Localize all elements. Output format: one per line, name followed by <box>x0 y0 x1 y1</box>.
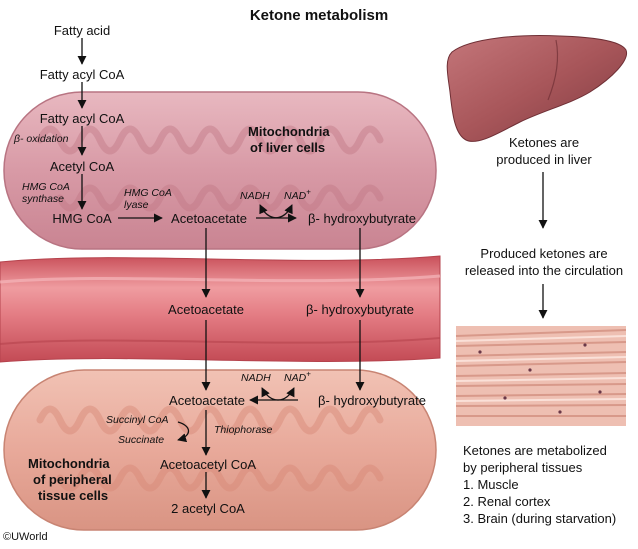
liver-mito-label-1: Mitochondria <box>248 124 330 139</box>
peripheral-nadh-label: NADH <box>241 372 271 384</box>
liver-acetoacetate-label: Acetoacetate <box>171 211 247 226</box>
peripheral-hydroxybutyrate-label: β- hydroxybutyrate <box>318 393 426 408</box>
produced-label-1: Ketones are <box>508 135 580 150</box>
succinate-label: Succinate <box>118 434 165 446</box>
hmg-coa-synthase-label-2: synthase <box>22 193 65 205</box>
acetyl-coa-product-label: 2 acetyl CoA <box>171 501 245 516</box>
liver-mitochondrion <box>3 91 437 250</box>
peripheral-mito-label-2: of peripheral <box>33 472 112 487</box>
muscle-tissue-illustration <box>455 326 627 426</box>
diagram-title: Ketone metabolism <box>249 7 389 24</box>
thiophorase-label: Thiophorase <box>214 424 273 436</box>
blood-hydroxybutyrate-label: β- hydroxybutyrate <box>306 302 414 317</box>
hmg-coa-lyase-label-1: HMG CoA <box>124 187 172 199</box>
liver-nad-text: NAD <box>284 190 307 202</box>
pathway-arrows <box>77 38 548 499</box>
released-label-2: released into the circulation <box>464 263 624 278</box>
blood-acetoacetate-label: Acetoacetate <box>168 302 244 317</box>
blood-vessel <box>0 255 441 363</box>
fatty-acyl-coa-label: Fatty acyl CoA <box>39 67 125 82</box>
peripheral-mito-label-1: Mitochondria <box>28 456 110 471</box>
peripheral-acetoacetate-label: Acetoacetate <box>169 393 245 408</box>
fatty-acid-label: Fatty acid <box>53 23 111 38</box>
peripheral-nad-superscript: + <box>306 369 311 379</box>
peripheral-mito-label-3: tissue cells <box>38 488 109 503</box>
hmg-coa-lyase-label-2: lyase <box>124 199 149 211</box>
fatty-acyl-coa-mito-label: Fatty acyl CoA <box>39 111 125 126</box>
hmg-coa-synthase-label-1: HMG CoA <box>22 181 70 193</box>
liver-nadh-label: NADH <box>240 190 270 202</box>
acetyl-coa-label: Acetyl CoA <box>49 159 115 174</box>
copyright-label: ©UWorld <box>3 531 48 543</box>
hmg-coa-label: HMG CoA <box>52 211 112 226</box>
metabolized-label-1: Ketones are metabolized <box>463 443 607 458</box>
tissue-item-renal-cortex: 2. Renal cortex <box>463 494 551 509</box>
tissue-item-brain: 3. Brain (during starvation) <box>463 511 617 526</box>
tissue-item-muscle: 1. Muscle <box>463 477 519 492</box>
produced-label-2: produced in liver <box>496 152 592 167</box>
peripheral-nad-text: NAD <box>284 372 307 384</box>
liver-organ-illustration <box>446 35 628 142</box>
liver-nad-superscript: + <box>306 187 311 197</box>
metabolized-label-2: by peripheral tissues <box>463 460 583 475</box>
beta-oxidation-label: β- oxidation <box>14 133 69 145</box>
peripheral-nad-label: NAD+ <box>284 369 311 384</box>
peripheral-mitochondrion <box>3 369 437 531</box>
succinyl-coa-label: Succinyl CoA <box>106 414 169 426</box>
acetoacetyl-coa-label: Acetoacetyl CoA <box>159 457 257 472</box>
liver-nad-label: NAD+ <box>284 187 311 202</box>
liver-hydroxybutyrate-label: β- hydroxybutyrate <box>308 211 416 226</box>
liver-mito-label-2: of liver cells <box>250 140 326 155</box>
released-label-1: Produced ketones are <box>480 246 608 261</box>
